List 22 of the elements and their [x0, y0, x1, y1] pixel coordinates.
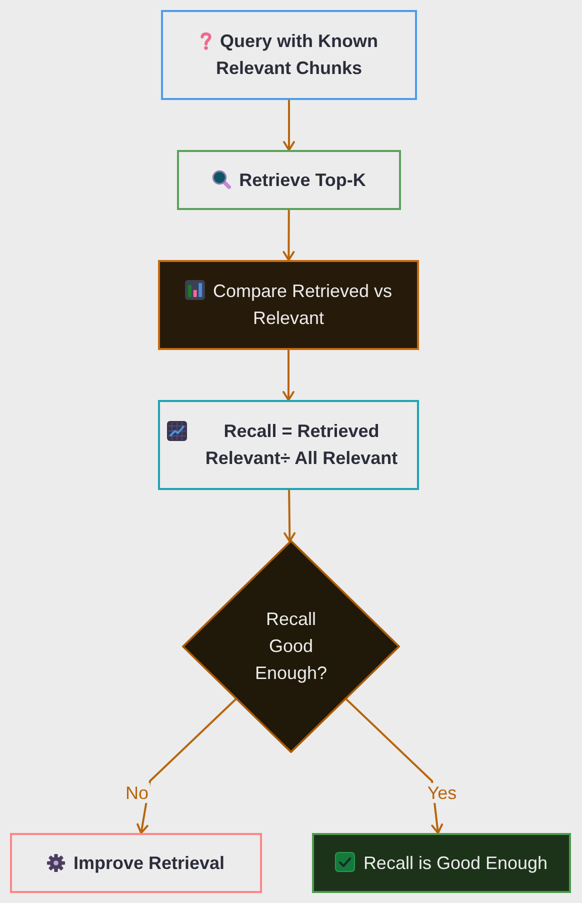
- node-text: Recall = Retrieved Relevant÷ All Relevant: [204, 420, 399, 470]
- node-text: Query with Known Relevant Chunks: [216, 31, 378, 78]
- edge-label: Yes: [426, 783, 458, 803]
- node-text: Retrieve Top-K: [239, 170, 366, 190]
- arrow: [282, 210, 295, 261]
- arrow: [345, 698, 444, 834]
- decision-diamond: [182, 540, 400, 753]
- process-box: [177, 150, 401, 210]
- node-text: Recall Good Enough?: [254, 609, 328, 683]
- node-text: Compare Retrieved vs Relevant: [212, 281, 392, 328]
- arrow: [282, 350, 294, 401]
- start-box: [161, 10, 417, 100]
- arrow: [136, 698, 237, 834]
- process-box: [10, 833, 262, 893]
- end-box: [312, 833, 571, 893]
- arrow: [283, 100, 295, 151]
- arrow: [284, 490, 296, 542]
- process-box: [158, 400, 419, 490]
- edge-label: No: [124, 783, 150, 803]
- node-text: Improve Retrieval: [73, 852, 225, 872]
- process-box: [158, 260, 419, 350]
- node-text: Recall is Good Enough: [363, 852, 548, 872]
